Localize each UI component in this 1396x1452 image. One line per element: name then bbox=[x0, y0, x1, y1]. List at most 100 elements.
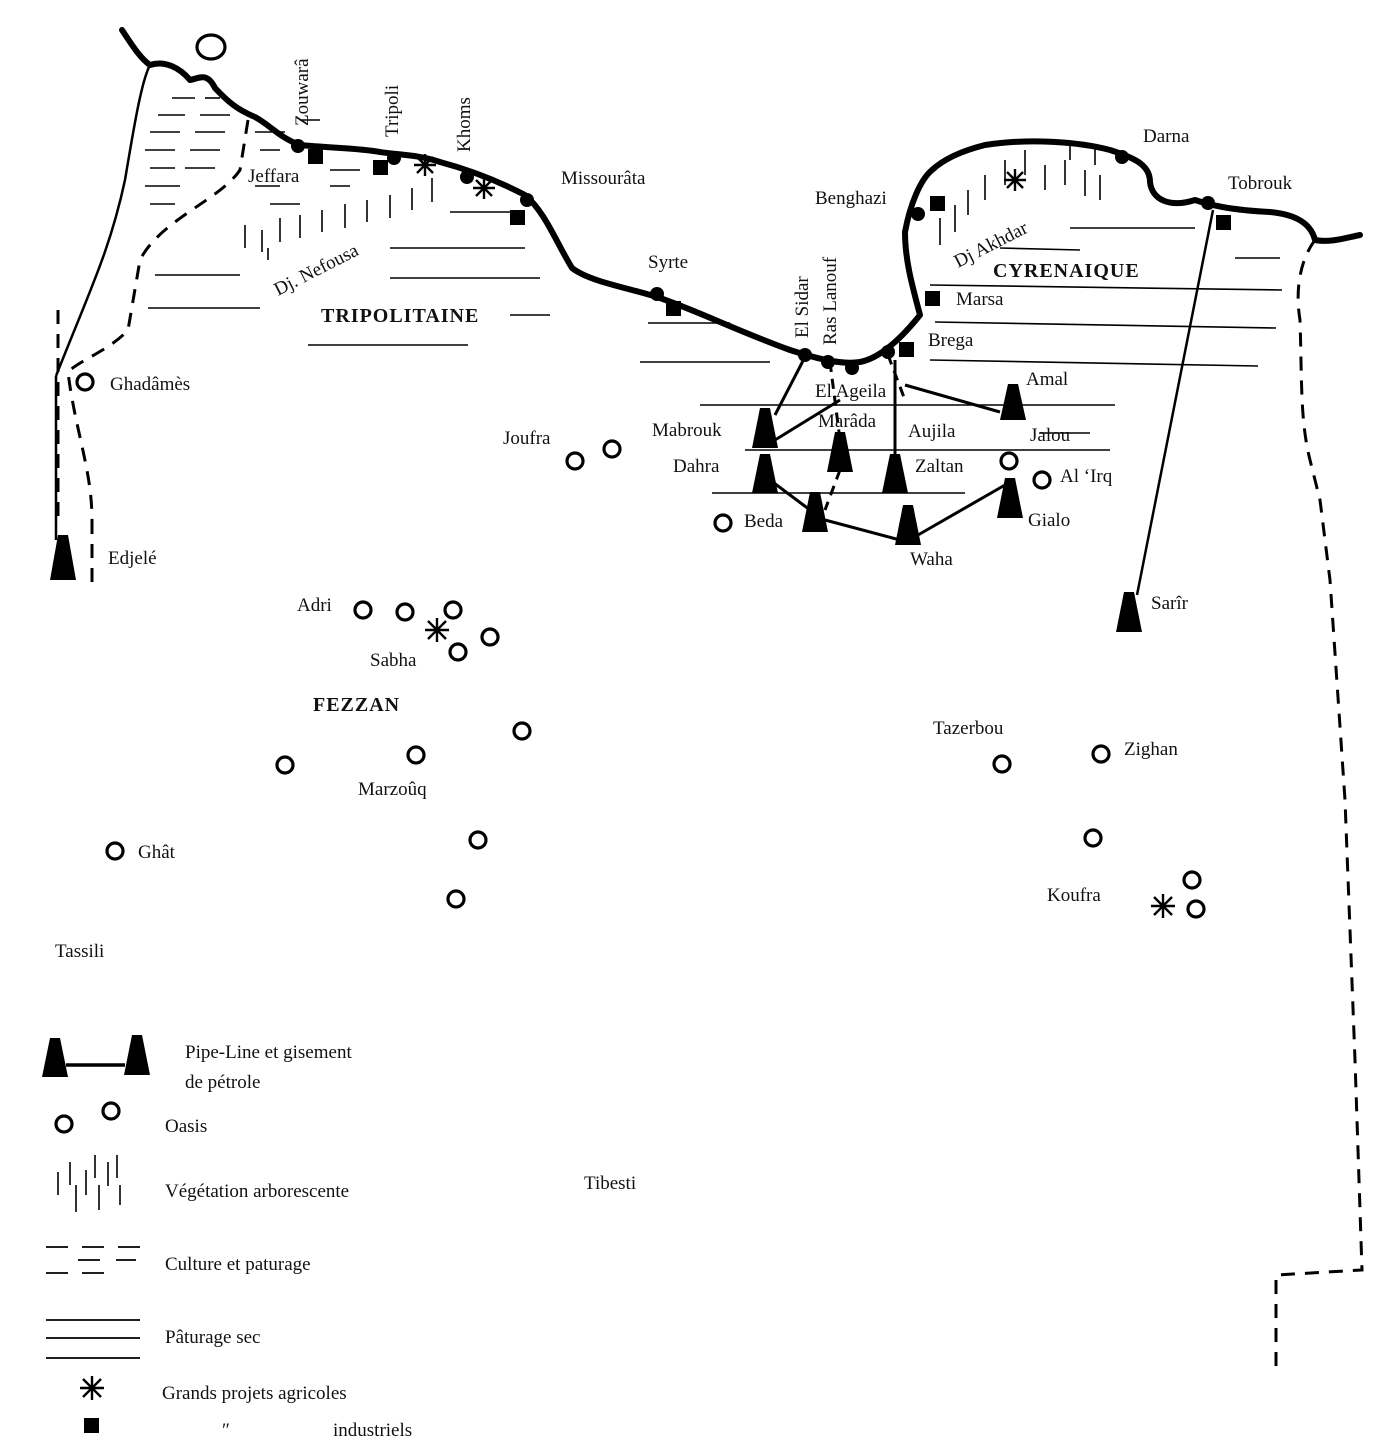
label-el-sidar: El Sidar bbox=[792, 276, 813, 338]
oil-field-sarir-icon bbox=[1116, 592, 1142, 632]
pipe-amal bbox=[904, 383, 1001, 414]
oasis-jalou-icon bbox=[999, 451, 1019, 471]
legend-industriels-icon bbox=[84, 1418, 99, 1433]
label-mabrouk: Mabrouk bbox=[652, 420, 722, 441]
oasis-koufra-2-icon bbox=[1186, 899, 1206, 919]
oil-field-dahra-icon bbox=[752, 454, 778, 493]
label-gialo: Gialo bbox=[1028, 510, 1070, 531]
feature-jeffara: Jeffara bbox=[248, 166, 300, 187]
oil-field-mabrouk-icon bbox=[752, 408, 778, 448]
label-marzouq: Marzoûq bbox=[358, 779, 427, 800]
label-benghazi: Benghazi bbox=[815, 188, 887, 209]
label-sabha: Sabha bbox=[370, 650, 417, 671]
pipe-marada-coast bbox=[828, 361, 842, 441]
pipe-brega-dashed bbox=[886, 354, 907, 401]
legend-culture-icon bbox=[46, 1246, 140, 1274]
label-amal: Amal bbox=[1026, 369, 1068, 390]
label-sarir: Sarîr bbox=[1151, 593, 1189, 614]
pipe-mabrouk-marada bbox=[774, 398, 841, 442]
oasis-koufra-1-icon bbox=[1182, 870, 1202, 890]
industrial-projects bbox=[308, 149, 1231, 357]
label-brega: Brega bbox=[928, 330, 974, 351]
pipelines bbox=[769, 209, 1215, 596]
label-waha: Waha bbox=[910, 549, 953, 570]
label-marsa: Marsa bbox=[956, 289, 1004, 310]
label-ras-lanouf: Ras Lanouf bbox=[820, 256, 841, 345]
vegetation-hatch bbox=[244, 145, 1101, 260]
region-cyrenaique: CYRENAIQUE bbox=[993, 260, 1140, 282]
pipe-waha-gialo bbox=[917, 483, 1006, 537]
industry-brega-icon bbox=[899, 342, 914, 357]
towns bbox=[291, 139, 1215, 375]
oasis-adri-3-icon bbox=[443, 600, 463, 620]
label-el-ageila: El Ageila bbox=[815, 381, 887, 402]
town-brega-icon bbox=[881, 345, 895, 359]
agri-tripoli-icon bbox=[414, 154, 436, 176]
culture-hatch bbox=[145, 97, 360, 205]
oasis-ghat-icon bbox=[105, 841, 125, 861]
pipe-mabrouk-coast bbox=[773, 356, 807, 416]
legend-oil-field-icon-2 bbox=[124, 1035, 150, 1075]
oasis-zighan-icon bbox=[1091, 744, 1111, 764]
oil-field-zaltan-icon bbox=[882, 454, 908, 493]
border-east bbox=[1274, 239, 1364, 1370]
oasis-ghadames-icon bbox=[75, 372, 95, 392]
legend: Pipe-Line et gisement de pétrole Oasis V… bbox=[42, 1035, 412, 1441]
oasis-joufra-1-icon bbox=[565, 451, 585, 471]
label-beda: Beda bbox=[744, 511, 784, 532]
oasis-fezzan-west-icon bbox=[275, 755, 295, 775]
legend-vegetation-label: Végétation arborescente bbox=[165, 1181, 349, 1202]
oasis-adri-1-icon bbox=[353, 600, 373, 620]
oasis-koufra-north-icon bbox=[1083, 828, 1103, 848]
oases bbox=[75, 372, 1206, 919]
town-darna-icon bbox=[1115, 150, 1129, 164]
legend-pipeline-label-2: de pétrole bbox=[185, 1072, 260, 1093]
agri-koufra-icon bbox=[1151, 894, 1175, 918]
legend-paturage-sec-icon bbox=[46, 1319, 140, 1359]
oil-field-amal-icon bbox=[1000, 384, 1026, 420]
label-marada: Marâda bbox=[818, 411, 877, 432]
town-ras-lanouf-icon bbox=[821, 355, 835, 369]
label-ghat: Ghât bbox=[138, 842, 176, 863]
agricultural-projects bbox=[414, 154, 1175, 918]
oil-field-beda-icon bbox=[802, 492, 828, 532]
label-dahra: Dahra bbox=[673, 456, 720, 477]
legend-oasis-icon-1 bbox=[54, 1114, 74, 1134]
label-zouwara: Zouwarâ bbox=[292, 58, 313, 126]
oil-field-edjele-icon bbox=[50, 535, 76, 580]
legend-pipeline-label-1: Pipe-Line et gisement bbox=[185, 1042, 352, 1063]
agri-khoms-icon bbox=[473, 177, 495, 199]
legend-oasis-label: Oasis bbox=[165, 1116, 207, 1137]
label-al-irq: Al ‘Irq bbox=[1060, 466, 1113, 487]
region-tripolitaine: TRIPOLITAINE bbox=[321, 305, 479, 327]
label-syrte: Syrte bbox=[648, 252, 688, 273]
border-northwest-line bbox=[54, 64, 152, 377]
legend-agricole-icon bbox=[80, 1376, 104, 1400]
industry-syrte-icon bbox=[666, 301, 681, 316]
agri-akhdar-icon bbox=[1004, 169, 1026, 191]
legend-agricole-label: Grands projets agricoles bbox=[162, 1383, 347, 1404]
oasis-marzouq-icon bbox=[406, 745, 426, 765]
feature-tibesti: Tibesti bbox=[584, 1173, 636, 1194]
label-aujila: Aujila bbox=[908, 421, 956, 442]
island bbox=[195, 33, 227, 61]
pipe-dahra-beda bbox=[769, 478, 811, 512]
town-zouwara-icon bbox=[291, 139, 305, 153]
oasis-joufra-2-icon bbox=[602, 439, 622, 459]
industry-tobrouk-icon bbox=[1216, 215, 1231, 230]
feature-tassili: Tassili bbox=[55, 941, 104, 962]
industry-missourata-icon bbox=[510, 210, 525, 225]
industry-tripoli-icon bbox=[373, 160, 388, 175]
legend-paturage-sec-label: Pâturage sec bbox=[165, 1327, 260, 1348]
label-jalou: Jalou bbox=[1030, 425, 1071, 446]
label-ghadames: Ghadâmès bbox=[110, 374, 190, 395]
oasis-sabha-icon bbox=[448, 642, 468, 662]
label-adri: Adri bbox=[297, 595, 332, 616]
label-missourata: Missourâta bbox=[561, 168, 646, 189]
label-koufra: Koufra bbox=[1047, 885, 1101, 906]
label-khoms: Khoms bbox=[454, 97, 475, 152]
legend-vegetation-icon bbox=[57, 1155, 121, 1212]
legend-oasis-icon-2 bbox=[101, 1101, 121, 1121]
oasis-south-1-icon bbox=[468, 830, 488, 850]
